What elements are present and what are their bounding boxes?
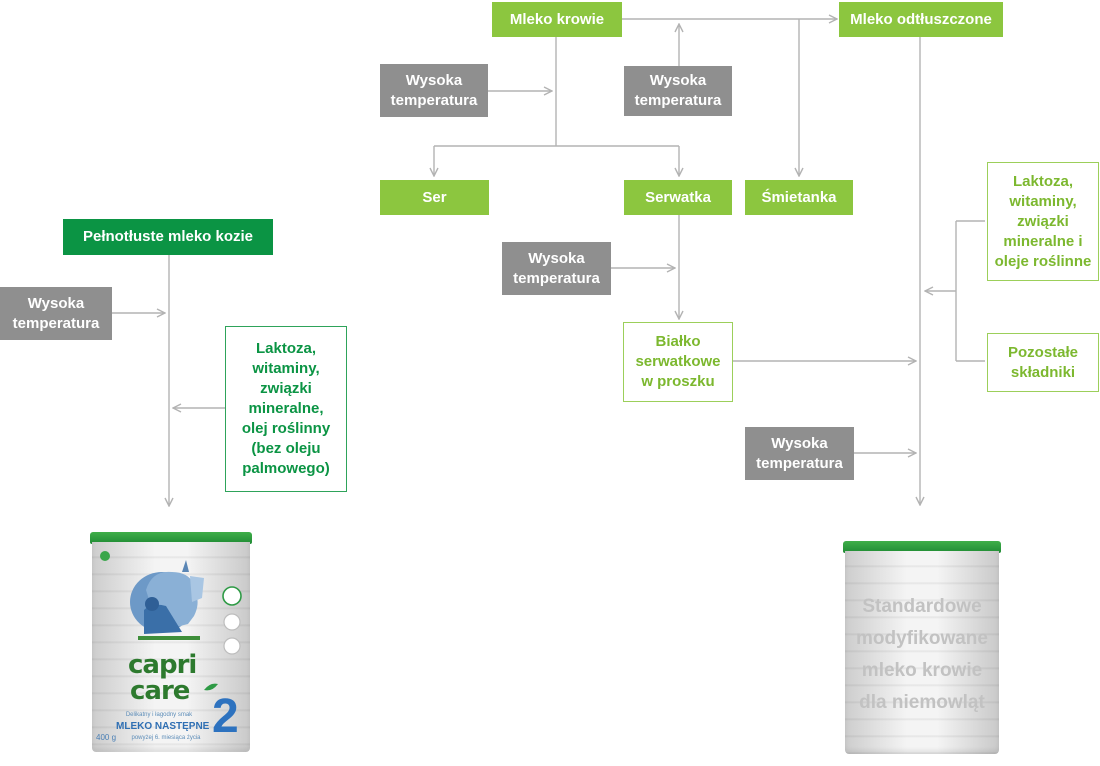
weight-text: 400 g (96, 733, 117, 742)
standard-line-4: dla niemowląt (859, 692, 985, 713)
brand-care: care (130, 676, 190, 706)
node-pozostale-skladniki: Pozostałe składniki (987, 333, 1099, 392)
standard-formula-can: Standardowe modyfikowane mleko krowie dl… (843, 541, 1001, 754)
capricare-can: capri care Delikatny i łagodny smak MLEK… (90, 532, 252, 752)
taste-text: Delikatny i łagodny smak (125, 712, 193, 718)
node-wysoka-temperatura-4: Wysoka temperatura (745, 427, 854, 480)
standard-line-2: modyfikowane (856, 628, 988, 649)
can-body: capri care Delikatny i łagodny smak MLEK… (92, 542, 250, 752)
node-ser: Ser (380, 180, 489, 215)
node-wysoka-temperatura-5: Wysoka temperatura (0, 287, 112, 340)
node-laktoza-right: Laktoza, witaminy, związki mineralne i o… (987, 162, 1099, 281)
standard-can-label: Standardowe modyfikowane mleko krowie dl… (845, 591, 999, 719)
node-mleko-odtluszczone: Mleko odtłuszczone (839, 2, 1003, 37)
goat-illustration (100, 551, 242, 691)
node-wysoka-temperatura-2: Wysoka temperatura (624, 66, 732, 116)
standard-line-3: mleko krowie (861, 660, 983, 681)
brand-capri: capri (128, 650, 197, 680)
stage-number: 2 (212, 690, 239, 743)
node-wysoka-temperatura-3: Wysoka temperatura (502, 242, 611, 295)
node-mleko-krowie: Mleko krowie (492, 2, 622, 37)
can-lid (843, 541, 1001, 553)
can-lid (90, 532, 252, 544)
product-name: MLEKO NASTĘPNE (116, 721, 210, 732)
node-pelnotluste-mleko-kozie: Pełnotłuste mleko kozie (63, 219, 273, 255)
age-text: powyżej 6. miesiąca życia (131, 735, 201, 741)
node-serwatka: Serwatka (624, 180, 732, 215)
node-bialko-serwatkowe: Białko serwatkowe w proszku (623, 322, 733, 402)
can-body: Standardowe modyfikowane mleko krowie dl… (845, 551, 999, 754)
node-laktoza-left: Laktoza, witaminy, związki mineralne, ol… (225, 326, 347, 492)
node-wysoka-temperatura-1: Wysoka temperatura (380, 64, 488, 117)
node-smietanka: Śmietanka (745, 180, 853, 215)
standard-line-1: Standardowe (862, 596, 982, 617)
